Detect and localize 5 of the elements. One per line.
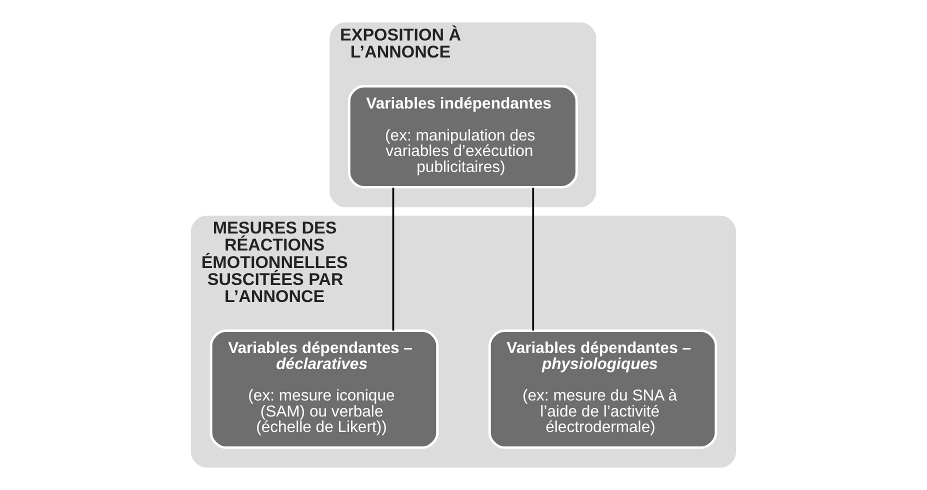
node-box: Variables dépendantes – physiologiques (ex: mesure du SNA à l’aide de l’activité électrodermale) [488, 330, 718, 449]
connector [392, 188, 394, 331]
node-box: Variables dépendantes – déclaratives (ex: mesure iconique (SAM) ou verbale (échelle de Likert)) [210, 330, 439, 449]
connector [532, 188, 534, 331]
node-box: Variables indépendantes (ex: manipulation des variables d’exécution publicitaires) [348, 85, 578, 188]
